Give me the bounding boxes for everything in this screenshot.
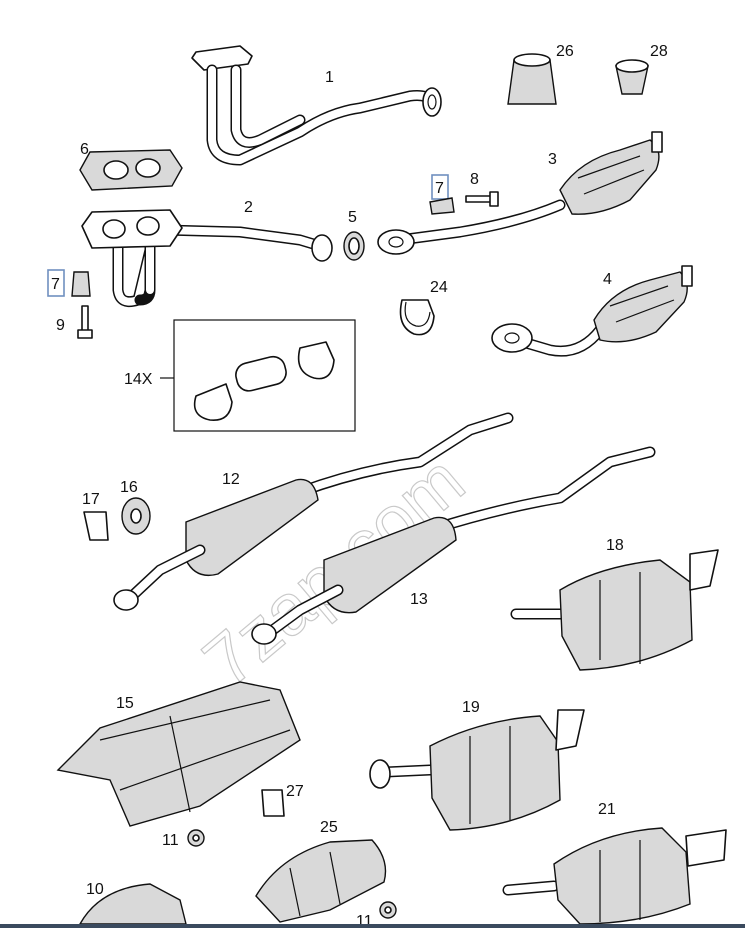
callout-2: 2	[244, 199, 253, 216]
part-26-rubber-mount[interactable]	[507, 53, 557, 105]
callout-21: 21	[598, 801, 616, 818]
part-11-nut-bottom[interactable]	[379, 901, 397, 919]
part-5-seal-ring[interactable]	[343, 231, 365, 261]
callout-3: 3	[548, 151, 557, 168]
callout-1: 1	[325, 69, 334, 86]
part-28-grommet[interactable]	[615, 59, 649, 95]
repair-kit-frame	[173, 319, 356, 432]
part-12-muffler[interactable]	[113, 412, 514, 611]
part-24-clamp[interactable]	[399, 299, 435, 336]
part-1-front-pipe[interactable]	[191, 45, 442, 166]
callout-26: 26	[556, 43, 574, 60]
callout-12: 12	[222, 471, 240, 488]
part-13-muffler[interactable]	[251, 446, 656, 645]
callout-19: 19	[462, 699, 480, 716]
callout-7-top-box[interactable]	[431, 174, 449, 200]
callout-24: 24	[430, 279, 448, 296]
part-2-manifold-pipe[interactable]	[81, 209, 333, 308]
part-10-heat-shield[interactable]	[78, 883, 187, 925]
callout-25: 25	[320, 819, 338, 836]
callout-27: 27	[286, 783, 304, 800]
callout-4: 4	[603, 271, 612, 288]
callout-13: 13	[410, 591, 428, 608]
part-27-clip[interactable]	[261, 789, 285, 817]
part-25-heat-shield[interactable]	[255, 839, 387, 923]
part-7-bushing-top[interactable]	[429, 197, 455, 215]
callout-7-left: 7	[51, 276, 60, 293]
part-18-silencer[interactable]	[510, 549, 719, 671]
callout-15: 15	[116, 695, 134, 712]
part-4-catalytic-converter[interactable]	[491, 265, 693, 357]
part-6-gasket[interactable]	[79, 149, 183, 191]
part-17-clip[interactable]	[83, 511, 109, 541]
part-14x-repair-kit[interactable]	[193, 341, 335, 421]
part-21-silencer[interactable]	[502, 827, 727, 925]
callout-7-left-box[interactable]	[47, 269, 65, 297]
part-9-bolt[interactable]	[77, 305, 93, 339]
callout-6: 6	[80, 141, 89, 158]
part-15-heat-shield[interactable]	[56, 681, 301, 827]
callout-14x: 14X	[124, 371, 153, 388]
part-8-bolt[interactable]	[465, 191, 499, 207]
callout-18: 18	[606, 537, 624, 554]
part-16-rubber-mount[interactable]	[121, 497, 151, 535]
callout-5: 5	[348, 209, 357, 226]
callout-11-top: 11	[162, 832, 179, 849]
part-11-nut-top[interactable]	[187, 829, 205, 847]
callout-9: 9	[56, 317, 65, 334]
part-3-catalytic-converter[interactable]	[377, 131, 663, 255]
callout-10: 10	[86, 881, 104, 898]
callout-17: 17	[82, 491, 100, 508]
callout-28: 28	[650, 43, 668, 60]
part-19-silencer[interactable]	[369, 709, 585, 831]
bottom-rule	[0, 924, 745, 928]
callout-7-top: 7	[435, 180, 444, 197]
callout-8: 8	[470, 171, 479, 188]
callout-16: 16	[120, 479, 138, 496]
part-7-bushing-left[interactable]	[71, 271, 91, 297]
